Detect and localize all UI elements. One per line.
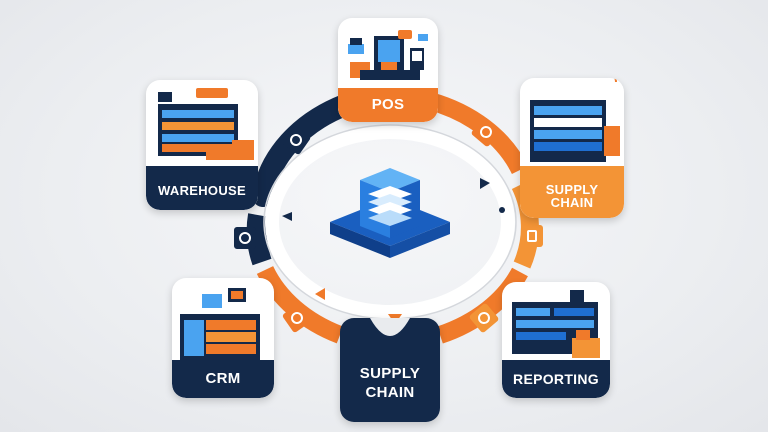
supply-chain-bottom-card[interactable]: SUPPLY CHAIN [340, 318, 440, 422]
supply-chain-right-line1: SUPPLY [545, 181, 599, 197]
connector-node-orange-bl [282, 303, 312, 333]
warehouse-label: WAREHOUSE [158, 183, 246, 199]
connector-node-orange-tr [471, 117, 501, 147]
connector-node-orange-br [469, 303, 499, 333]
connector-node-navy-tl [281, 125, 311, 155]
warehouse-shelves-icon [158, 88, 254, 160]
central-server-cube-icon [330, 168, 450, 258]
arrow-right-icon [480, 178, 490, 189]
pos-label-band [338, 88, 438, 122]
crm-label-band [172, 360, 274, 398]
reporting-label-band [502, 360, 610, 398]
reporting-label: REPORTING [513, 371, 599, 388]
reporting-screen-icon [512, 290, 600, 358]
pos-terminal-icon [348, 30, 428, 80]
supply-chain-bottom-label: SUPPLY CHAIN [340, 366, 440, 401]
reporting-card[interactable]: REPORTING [502, 282, 610, 398]
supply-chain-right-label-band [520, 166, 624, 218]
supply-chain-bottom-line1: SUPPLY [359, 365, 421, 382]
pos-card[interactable]: POS [338, 18, 438, 122]
crm-label: CRM [205, 370, 241, 388]
supply-chain-notch [370, 318, 410, 336]
supply-chain-right-line2: CHAIN [550, 195, 594, 211]
ring-segment-navy-left [246, 213, 272, 266]
pos-label: POS [371, 96, 405, 114]
supply-chain-racks-icon [530, 78, 620, 162]
crm-shelves-icon [180, 288, 260, 360]
warehouse-card[interactable]: WAREHOUSE [146, 80, 258, 210]
supply-chain-right-label: SUPPLY CHAIN [520, 183, 624, 210]
ring-dot [499, 207, 505, 213]
connector-node-orange-right [521, 225, 543, 247]
warehouse-label-band [146, 166, 258, 210]
supply-chain-right-card[interactable]: SUPPLY CHAIN [520, 78, 624, 218]
crm-card[interactable]: CRM [172, 278, 274, 398]
supply-chain-bottom-line2: CHAIN [365, 383, 415, 401]
arrow-left-orange-icon [315, 288, 325, 300]
arrow-left-icon [282, 212, 292, 221]
inner-white-ring [265, 125, 515, 319]
connector-node-navy-left [234, 227, 256, 249]
